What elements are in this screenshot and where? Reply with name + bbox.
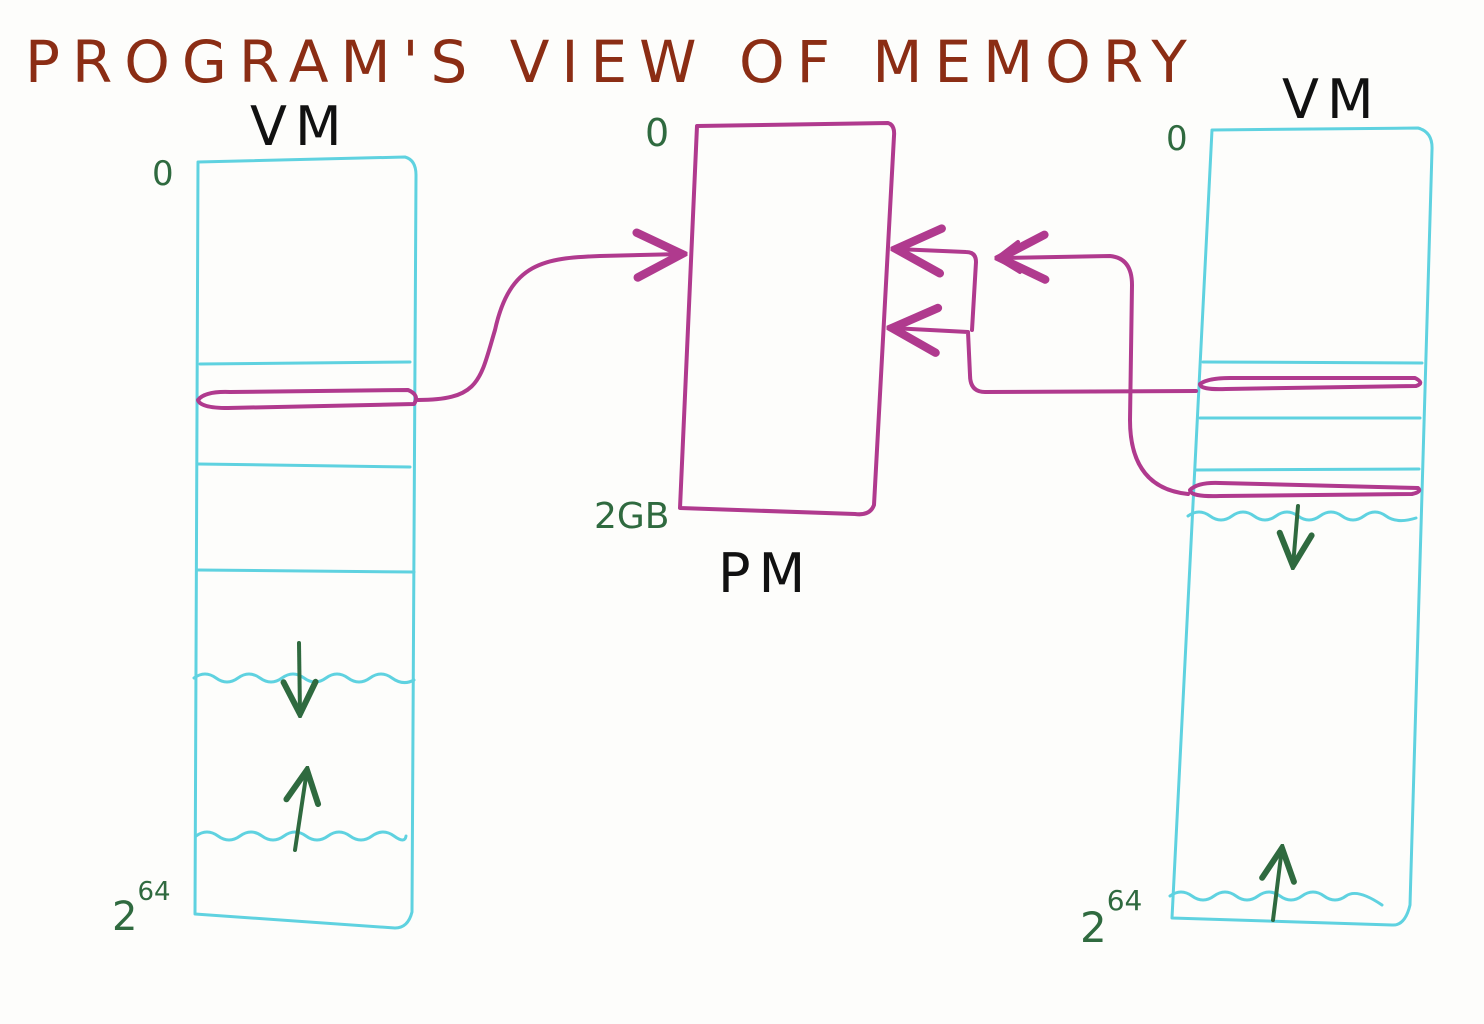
right-vm-label: VM xyxy=(1282,68,1382,131)
right-vm-top-address: 0 xyxy=(1166,119,1188,159)
right-vm-page2-to-pm-arrow xyxy=(1000,256,1190,496)
right-vm-page1-to-pm-arrow xyxy=(892,328,1198,394)
right-vm-segment-line-3 xyxy=(1194,467,1421,472)
left-vm-bottom-base: 2 xyxy=(112,894,137,940)
left-vm-to-pm-mapping-arrow xyxy=(416,254,682,402)
pm-label: PM xyxy=(718,542,813,605)
right-vm-bottom-exponent: 64 xyxy=(1107,884,1143,917)
left-vm-mapped-page xyxy=(196,388,418,410)
right-vm-outline xyxy=(1170,126,1434,927)
diagram-title: PROGRAM'S VIEW OF MEMORY xyxy=(25,28,1199,96)
pm-top-address: 0 xyxy=(645,111,669,155)
left-vm-top-address: 0 xyxy=(152,154,174,194)
left-vm-bottom-exponent: 64 xyxy=(137,877,170,907)
right-vm-bottom-base: 2 xyxy=(1080,903,1107,952)
left-stack-growth-up-arrow xyxy=(295,770,307,852)
right-stack-growth-up-arrow xyxy=(1273,848,1282,922)
left-vm-outline xyxy=(193,155,418,930)
right-vm-heap-boundary xyxy=(1186,510,1418,523)
right-vm-segment-line-1 xyxy=(1201,360,1424,365)
pm-box xyxy=(678,121,897,517)
right-vm-stack-boundary xyxy=(1168,890,1384,907)
left-heap-growth-down-arrow xyxy=(299,641,300,714)
left-vm-stack-boundary xyxy=(194,830,408,842)
right-vm-page2-arrow-tip xyxy=(995,240,1022,274)
right-virtual-memory: VM 0 264 xyxy=(1080,68,1434,952)
left-vm-segment-line-2 xyxy=(196,462,412,469)
left-vm-bottom-address: 264 xyxy=(112,877,171,940)
pm-size-label: 2GB xyxy=(594,496,670,537)
left-vm-heap-boundary xyxy=(192,672,416,685)
right-vm-branch-to-pm-arrow xyxy=(896,249,978,332)
left-vm-segment-line-1 xyxy=(198,360,412,366)
left-vm-label: VM xyxy=(250,95,350,158)
left-virtual-memory: VM 0 264 xyxy=(112,95,418,940)
right-vm-mapped-page-2 xyxy=(1188,480,1422,499)
left-vm-segment-line-3 xyxy=(196,568,416,574)
right-vm-mapped-page-1 xyxy=(1198,376,1423,392)
right-vm-bottom-address: 264 xyxy=(1080,884,1142,952)
physical-memory: 0 2GB PM xyxy=(594,111,897,605)
right-heap-growth-down-arrow xyxy=(1293,504,1298,566)
